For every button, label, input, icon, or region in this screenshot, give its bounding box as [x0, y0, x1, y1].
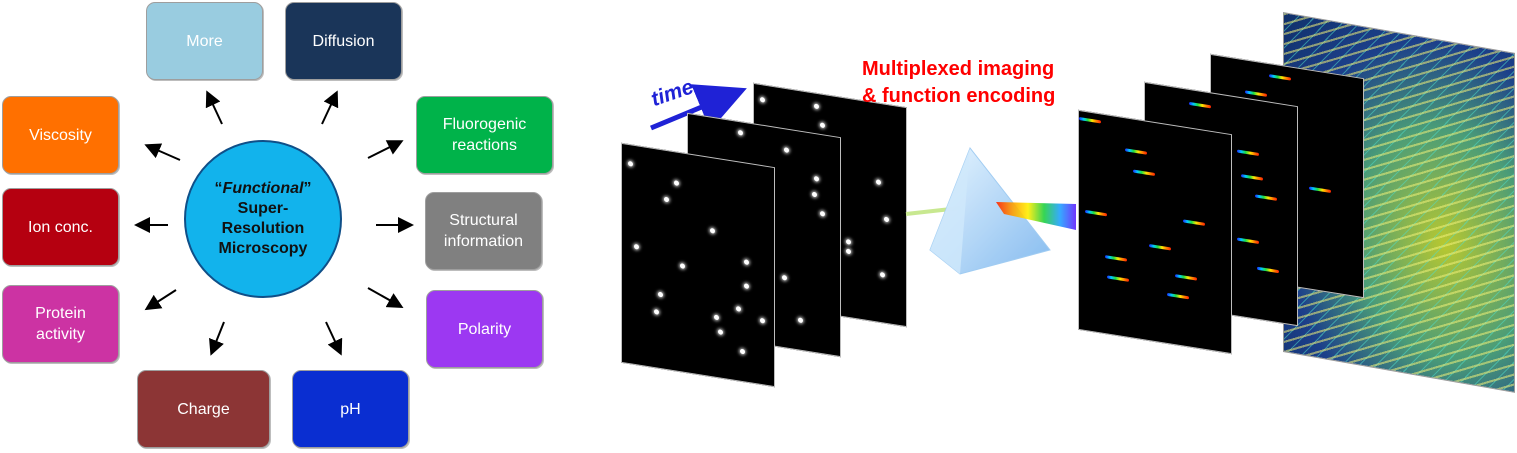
- hub-quote-close: ”: [303, 180, 312, 197]
- arrow-fluorogenic: [367, 140, 404, 159]
- function-label: Charge: [177, 400, 230, 418]
- prism: [905, 147, 1076, 275]
- hub-quote-open: “: [214, 180, 223, 197]
- dispersed-spectrum: [996, 202, 1076, 230]
- arrow-more: [205, 90, 223, 125]
- arrow-polarity: [367, 287, 404, 308]
- function-box-charge: Charge: [137, 370, 270, 448]
- pipeline-title-line2: & function encoding: [862, 85, 1056, 107]
- time-arrow: [650, 84, 747, 131]
- hub-circle: “Functional” Super- Resolution Microscop…: [184, 140, 342, 298]
- hub-title-line1: “Functional”: [215, 179, 312, 199]
- arrow-ph: [325, 321, 343, 356]
- arrow-charge: [209, 321, 225, 356]
- hub-title-line4: Microscopy: [218, 240, 308, 257]
- hub-title-line3: Resolution: [221, 220, 305, 237]
- function-box-structural: Structural information: [425, 192, 542, 270]
- function-box-diffusion: Diffusion: [285, 2, 402, 80]
- pipeline-title: Multiplexed imaging & function encoding: [862, 56, 1055, 110]
- arrow-diffusion: [321, 90, 339, 125]
- hub-emphasis: Functional: [222, 180, 304, 197]
- function-box-protein: Protein activity: [2, 285, 119, 363]
- function-box-fluorogenic: Fluorogenic reactions: [416, 96, 553, 174]
- spectral-frame-front: [1078, 109, 1232, 355]
- hub-arrows: [134, 90, 414, 356]
- frame-front: [621, 142, 775, 388]
- function-label: Protein activity: [35, 305, 86, 343]
- function-label: Ion conc.: [28, 218, 93, 236]
- function-box-ph: pH: [292, 370, 409, 448]
- pipeline-title-line1: Multiplexed imaging: [862, 58, 1055, 80]
- arrow-viscosity: [144, 143, 181, 161]
- function-label: Diffusion: [312, 32, 375, 50]
- arrow-protein: [144, 289, 177, 311]
- function-label: Polarity: [457, 320, 512, 338]
- function-box-viscosity: Viscosity: [2, 96, 119, 174]
- function-label: Structural information: [443, 212, 524, 250]
- function-box-ion: Ion conc.: [2, 188, 119, 266]
- function-label: Fluorogenic reactions: [442, 116, 527, 154]
- function-label: pH: [340, 400, 361, 418]
- function-box-polarity: Polarity: [426, 290, 543, 368]
- function-box-more: More: [146, 2, 263, 80]
- hub-title-line2: Super-: [237, 200, 289, 217]
- function-label: More: [186, 32, 223, 50]
- function-label: Viscosity: [29, 126, 92, 144]
